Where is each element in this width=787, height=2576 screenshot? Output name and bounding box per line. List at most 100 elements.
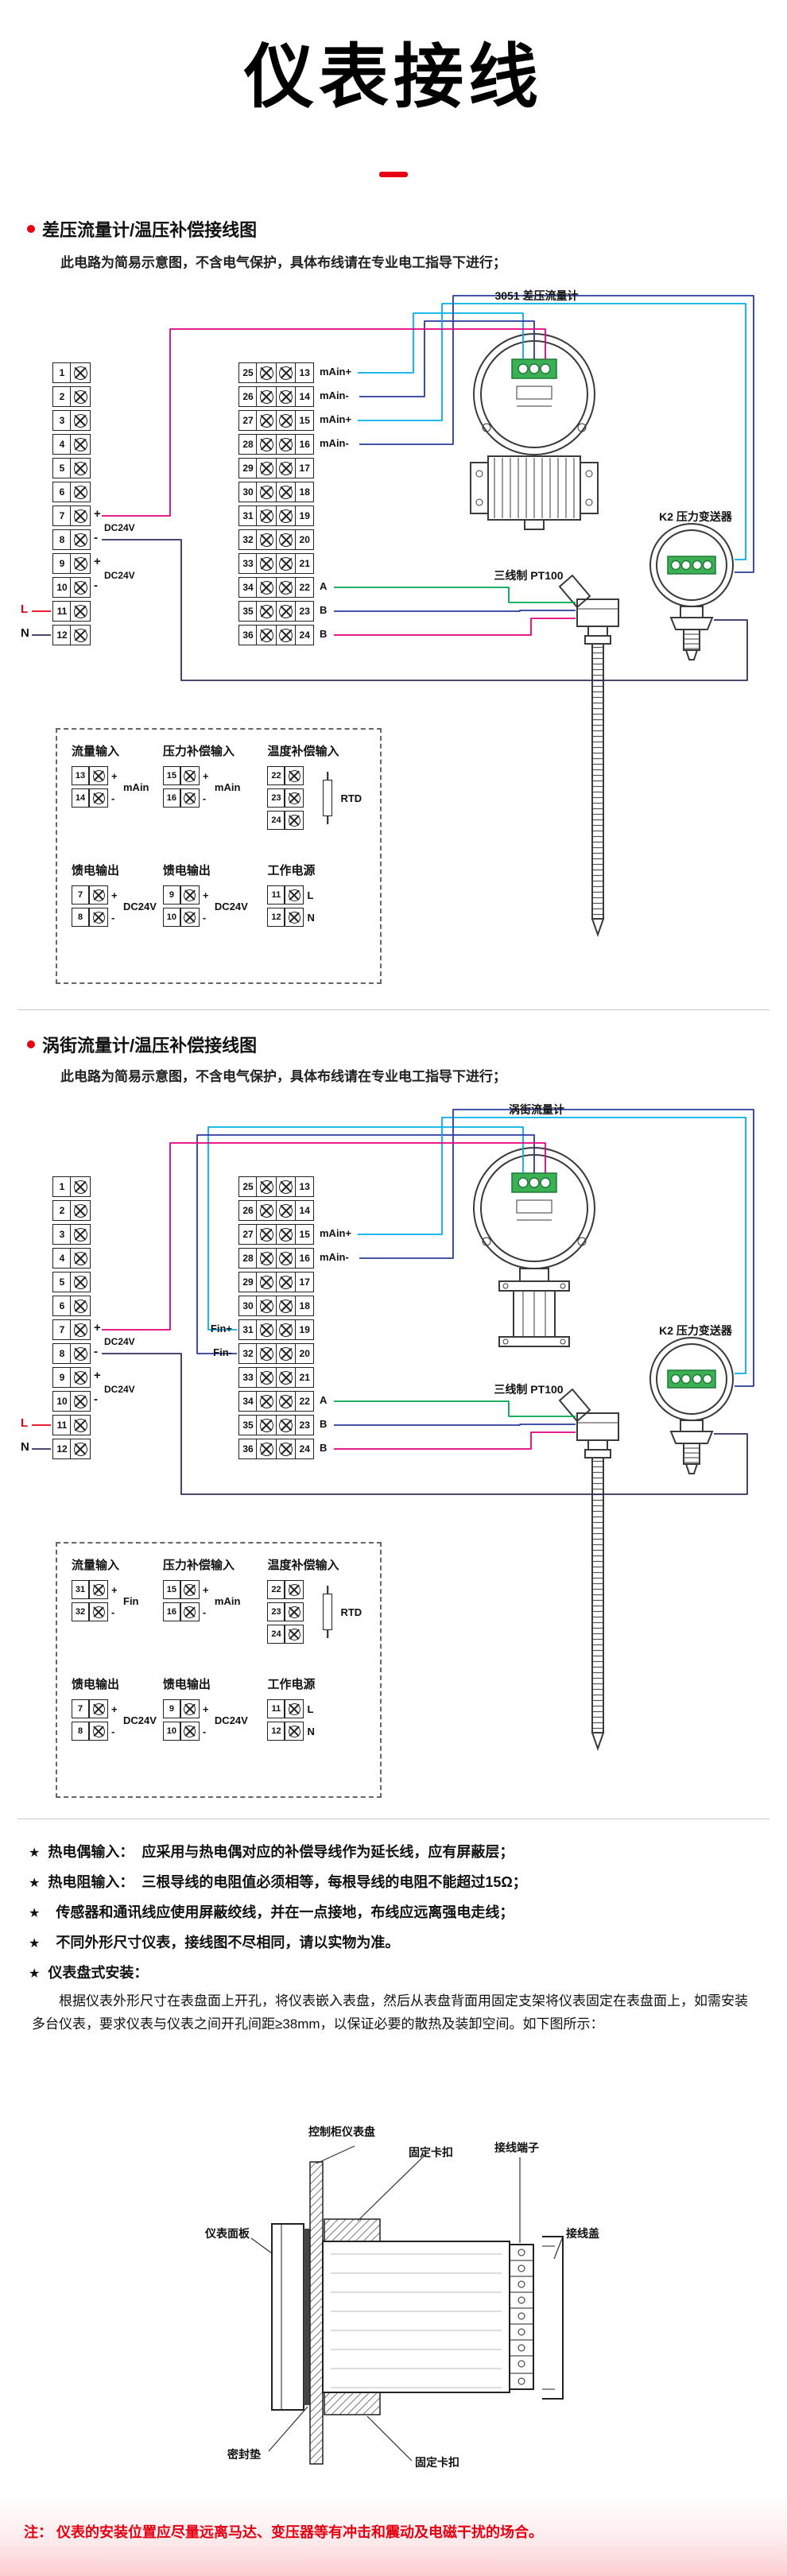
section1-title: 差压流量计/温压补偿接线图 [42,220,258,240]
terminal-screw-icon [70,1319,91,1340]
terminal-screw-icon [256,601,277,622]
bullet-icon [27,225,35,233]
terminal-number: 34 [238,1391,258,1412]
terminal-number: 11 [267,1699,285,1718]
terminal-number: 32 [238,1343,258,1364]
terminal-number: 7 [52,506,72,526]
polarity-mark: - [111,911,115,924]
polarity-mark: + [111,1702,118,1715]
terminal-number: 10 [52,1391,72,1412]
signal-label: mAin- [320,437,349,449]
signal-label: mAin+ [320,413,352,425]
terminal-number: 8 [52,1343,72,1364]
polarity-mark: + [111,769,118,782]
terminal-screw-icon [275,1415,297,1435]
group-title: 馈电输出 [72,864,120,877]
signal-label: mAin+ [320,1227,352,1239]
terminal-screw-icon [70,458,91,478]
polarity-mark: - [111,1606,115,1618]
terminal-screw-icon [285,1580,304,1599]
signal-label: B [320,1442,328,1454]
terminal-screw-icon [256,506,277,526]
terminal-screw-icon [180,766,200,785]
install-label-gasket: 密封垫 [227,2448,261,2461]
terminal-row: 23 [267,788,315,808]
terminal-row: 6 [52,1296,91,1316]
terminal-row: 4 [52,1248,91,1269]
terminal-number: 10 [162,908,180,927]
terminal-row: 16- [162,788,211,808]
terminal-number: 36 [238,625,258,645]
terminal-number: 12 [267,908,285,927]
star-icon: ★ [29,1937,41,1950]
terminal-number: 16 [162,788,180,808]
star-icon: ★ [29,1907,41,1920]
group-tag: mAin [123,781,149,793]
terminal-number: 25 [238,362,258,383]
group-body: 15+16-mAin [162,766,262,808]
terminal-number: 20 [295,529,315,550]
flowmeter-label: 涡街流量计 [509,1103,564,1116]
group-title: 温度补偿输入 [267,1559,339,1572]
signal-label: B [320,604,328,616]
power-label: DC24V [104,1384,135,1395]
terminal-number: 14 [295,386,315,407]
install-label-clip-top: 固定卡扣 [409,2146,453,2159]
group-title: 工作电源 [267,864,316,877]
terminal-number: 26 [238,1200,258,1221]
terminal-row: 2 [52,1200,91,1221]
wiring-canvas-dp [32,295,754,938]
group-rows: 15+16- [162,1580,211,1621]
group-rows: 7+8- [72,885,119,927]
terminal-row: 9 [52,553,91,574]
power-label: DC24V [104,570,135,581]
note-lead: 热电偶输入： [48,1844,134,1860]
terminal-screw-icon [256,362,277,383]
terminal-screw-icon [70,1367,91,1388]
power-label: DC24V [104,1336,135,1347]
polarity-mark: - [202,1725,207,1737]
terminal-screw-icon [285,1602,304,1621]
group-rows: 9+10- [162,885,211,927]
terminal-screw-icon [256,458,277,478]
terminal-screw-icon [256,1200,277,1221]
terminal-screw-icon [275,601,297,622]
terminal-row: 7+ [72,1699,119,1718]
terminal-number: 29 [238,458,258,478]
group-rows: 13+14- [72,766,119,808]
line-l-label: L [21,1416,29,1430]
terminal-number: 27 [238,410,258,431]
terminal-screw-icon [256,625,277,645]
polarity-mark: - [111,792,115,804]
terminal-number: 19 [295,506,315,526]
terminal-row: 10- [162,1722,211,1741]
wires-group [32,295,754,681]
terminal-screw-icon [275,1343,297,1364]
terminal-screw-icon [256,434,277,455]
terminal-screw-icon [275,625,297,645]
terminal-number: 11 [52,1415,72,1435]
terminal-screw-icon [180,1602,200,1621]
group-tag: RTD [340,1606,362,1618]
group-title: 工作电源 [267,1678,316,1691]
group-tag: DC24V [123,1714,157,1726]
polarity-mark: + [94,1321,101,1334]
terminal-number: 19 [295,1319,315,1340]
terminal-screw-icon [70,434,91,455]
terminal-screw-icon [70,625,91,645]
install-figure [250,2145,564,2465]
terminal-screw-icon [285,788,304,808]
